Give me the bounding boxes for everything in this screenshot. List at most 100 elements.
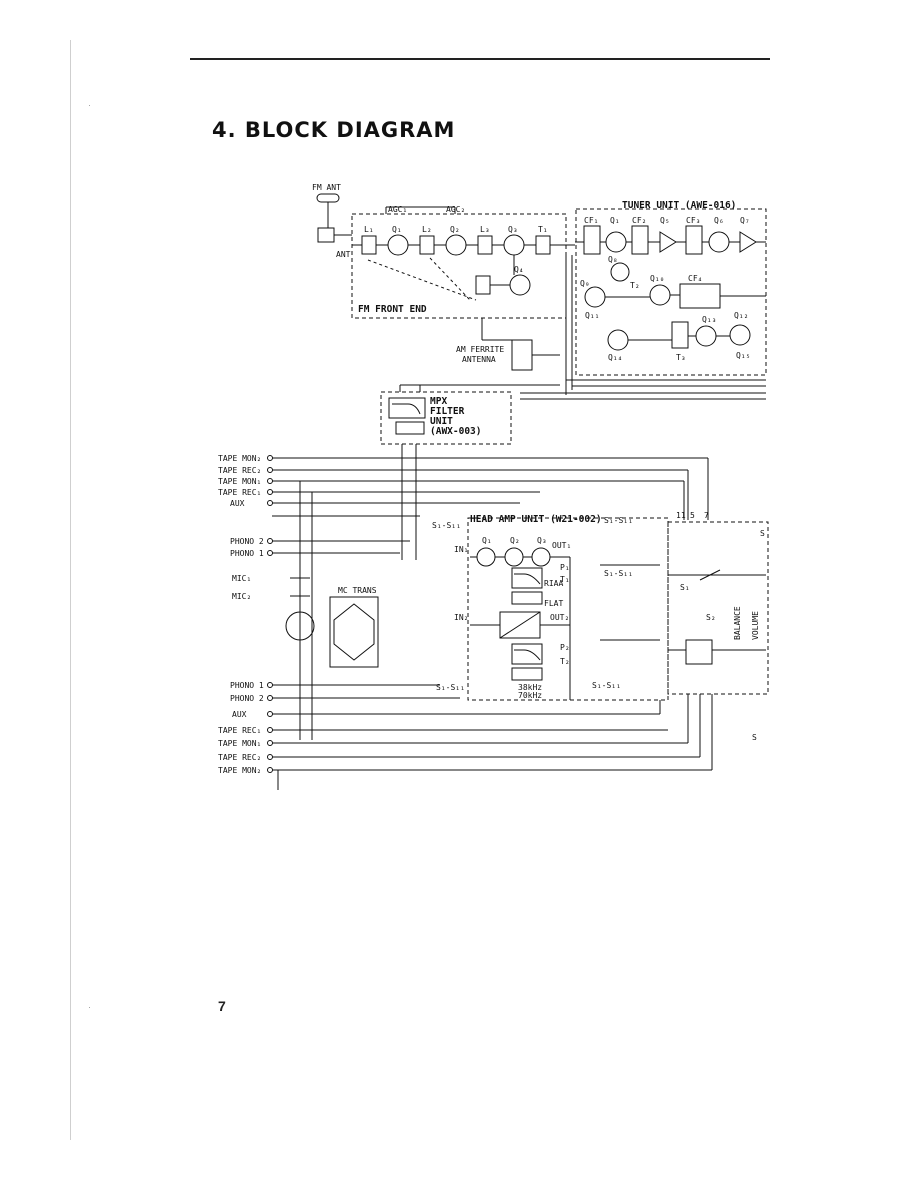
part-ha-q2: Q₂ <box>510 536 520 545</box>
part-q12: Q₁₂ <box>734 311 748 320</box>
band-38k: 38kHz <box>518 683 542 692</box>
switch-label: S₁-S₁₁ <box>604 516 633 525</box>
riaa-eq-box <box>511 567 543 589</box>
input-label: TAPE MON₂ <box>218 766 261 775</box>
mpx-label-4: (AWX-003) <box>430 426 481 437</box>
switch-s1: S₁ <box>680 583 690 592</box>
part-l1: L₁ <box>364 225 374 234</box>
tuner-unit-label: TUNER UNIT (AWE-016) <box>622 200 736 211</box>
am-ferrite-label-2: ANTENNA <box>462 355 496 364</box>
part-in2: IN₂ <box>454 613 468 622</box>
transistor-q3 <box>503 234 525 256</box>
part-if-q1: Q₁ <box>610 216 620 225</box>
agc2-label: AGC₂ <box>446 205 465 214</box>
control-ic-box <box>685 639 713 665</box>
top-rule <box>190 58 770 60</box>
part-t2: T₂ <box>630 281 640 290</box>
ceramic-filter-cf3 <box>685 225 703 255</box>
input-label: TAPE REC₁ <box>218 488 261 497</box>
part-t1: T₁ <box>538 225 548 234</box>
mpx-filter-block <box>380 391 512 445</box>
flat-box <box>511 591 543 605</box>
am-section <box>584 262 766 351</box>
page-title: 4. BLOCK DIAGRAM <box>212 118 456 142</box>
switch-label: S₁-S₁₁ <box>436 683 465 692</box>
terminal-label: 5 <box>690 511 695 520</box>
mpx-label-1: MPX <box>430 396 447 407</box>
part-q4: Q₄ <box>514 265 524 274</box>
mpx-label-2: FILTER <box>430 406 465 417</box>
input-label: PHONO 1 <box>230 549 264 558</box>
head-amp-lower <box>470 611 570 681</box>
part-q1: Q₁ <box>392 225 402 234</box>
input-label: PHONO 2 <box>230 537 264 546</box>
part-in1: IN₁ <box>454 545 468 554</box>
scan-speck: · <box>88 1002 91 1012</box>
mpx-filter-response <box>388 397 426 419</box>
page-number: 7 <box>218 998 226 1014</box>
input-label: MIC₂ <box>232 592 251 601</box>
input-label: AUX <box>230 499 245 508</box>
part-q15: Q₁₅ <box>736 351 750 360</box>
head-amp-label: HEAD AMP UNIT (W21-002) <box>470 514 602 525</box>
agc1-label: AGC₁ <box>388 205 407 214</box>
transistor-q2 <box>445 234 467 256</box>
part-ha-q3: Q₃ <box>537 536 547 545</box>
mc-trans-label: MC TRANS <box>338 586 377 595</box>
switch-label: S₁-S₁₁ <box>432 521 461 530</box>
amplifier-triangle <box>739 231 757 253</box>
part-l2: L₂ <box>422 225 432 234</box>
part-t3: T₃ <box>676 353 686 362</box>
input-lines-bottom <box>272 684 713 790</box>
edge-label: S <box>760 529 765 538</box>
fm-antenna-symbol <box>316 193 340 203</box>
am-ferrite-label-1: AM FERRITE <box>456 345 504 354</box>
fm-front-end-label: FM FRONT END <box>358 304 427 315</box>
part-riaa: RIAA <box>544 579 563 588</box>
input-label: TAPE REC₂ <box>218 753 261 762</box>
if-chain <box>575 225 766 255</box>
edge-label: S <box>752 733 757 742</box>
ceramic-filter-cf1 <box>583 225 601 255</box>
ant-label: ANT <box>336 250 351 259</box>
transistor-q1 <box>387 234 409 256</box>
input-label: PHONO 2 <box>230 694 264 703</box>
scan-speck: · <box>88 100 91 110</box>
input-label: TAPE MON₁ <box>218 739 261 748</box>
balance-label: BALANCE <box>733 606 742 640</box>
mpx-label-3: UNIT <box>430 416 453 427</box>
input-label: TAPE MON₁ <box>218 477 261 486</box>
terminal-label: 7 <box>704 511 709 520</box>
input-labels-bottom: PHONO 1 PHONO 2 AUX TAPE REC₁ TAPE MON₁ … <box>218 681 264 775</box>
part-q8: Q₈ <box>608 255 618 264</box>
part-q13: Q₁₃ <box>702 315 716 324</box>
part-q9: Q₉ <box>580 279 590 288</box>
part-q10: Q₁₀ <box>650 274 664 283</box>
switch-s2: S₂ <box>706 613 716 622</box>
fm-ant-label: FM ANT <box>312 183 341 192</box>
part-l3: L₃ <box>480 225 490 234</box>
input-label: TAPE REC₂ <box>218 466 261 475</box>
volume-label: VOLUME <box>751 611 760 640</box>
ceramic-filter-cf2 <box>631 225 649 255</box>
head-amp-upper <box>470 547 570 605</box>
front-end-chain <box>352 206 575 301</box>
part-out1: OUT₁ <box>552 541 571 550</box>
part-q3: Q₃ <box>508 225 518 234</box>
input-lines-top <box>272 457 709 740</box>
part-p1: P₁ <box>560 563 570 572</box>
input-jacks <box>267 455 273 773</box>
input-label: TAPE MON₂ <box>218 454 261 463</box>
part-q6: Q₆ <box>714 216 724 225</box>
part-q2: Q₂ <box>450 225 460 234</box>
amplifier-triangle <box>659 231 677 253</box>
part-ha-q1: Q₁ <box>482 536 492 545</box>
part-out2: OUT₂ <box>550 613 569 622</box>
mc-trans-block <box>329 596 379 668</box>
band-70k: 70kHz <box>518 691 542 700</box>
part-t1-ha: T₁ <box>560 575 570 584</box>
binding-line <box>70 40 71 1140</box>
input-label: TAPE REC₁ <box>218 726 261 735</box>
part-cf4: CF₄ <box>688 274 702 283</box>
